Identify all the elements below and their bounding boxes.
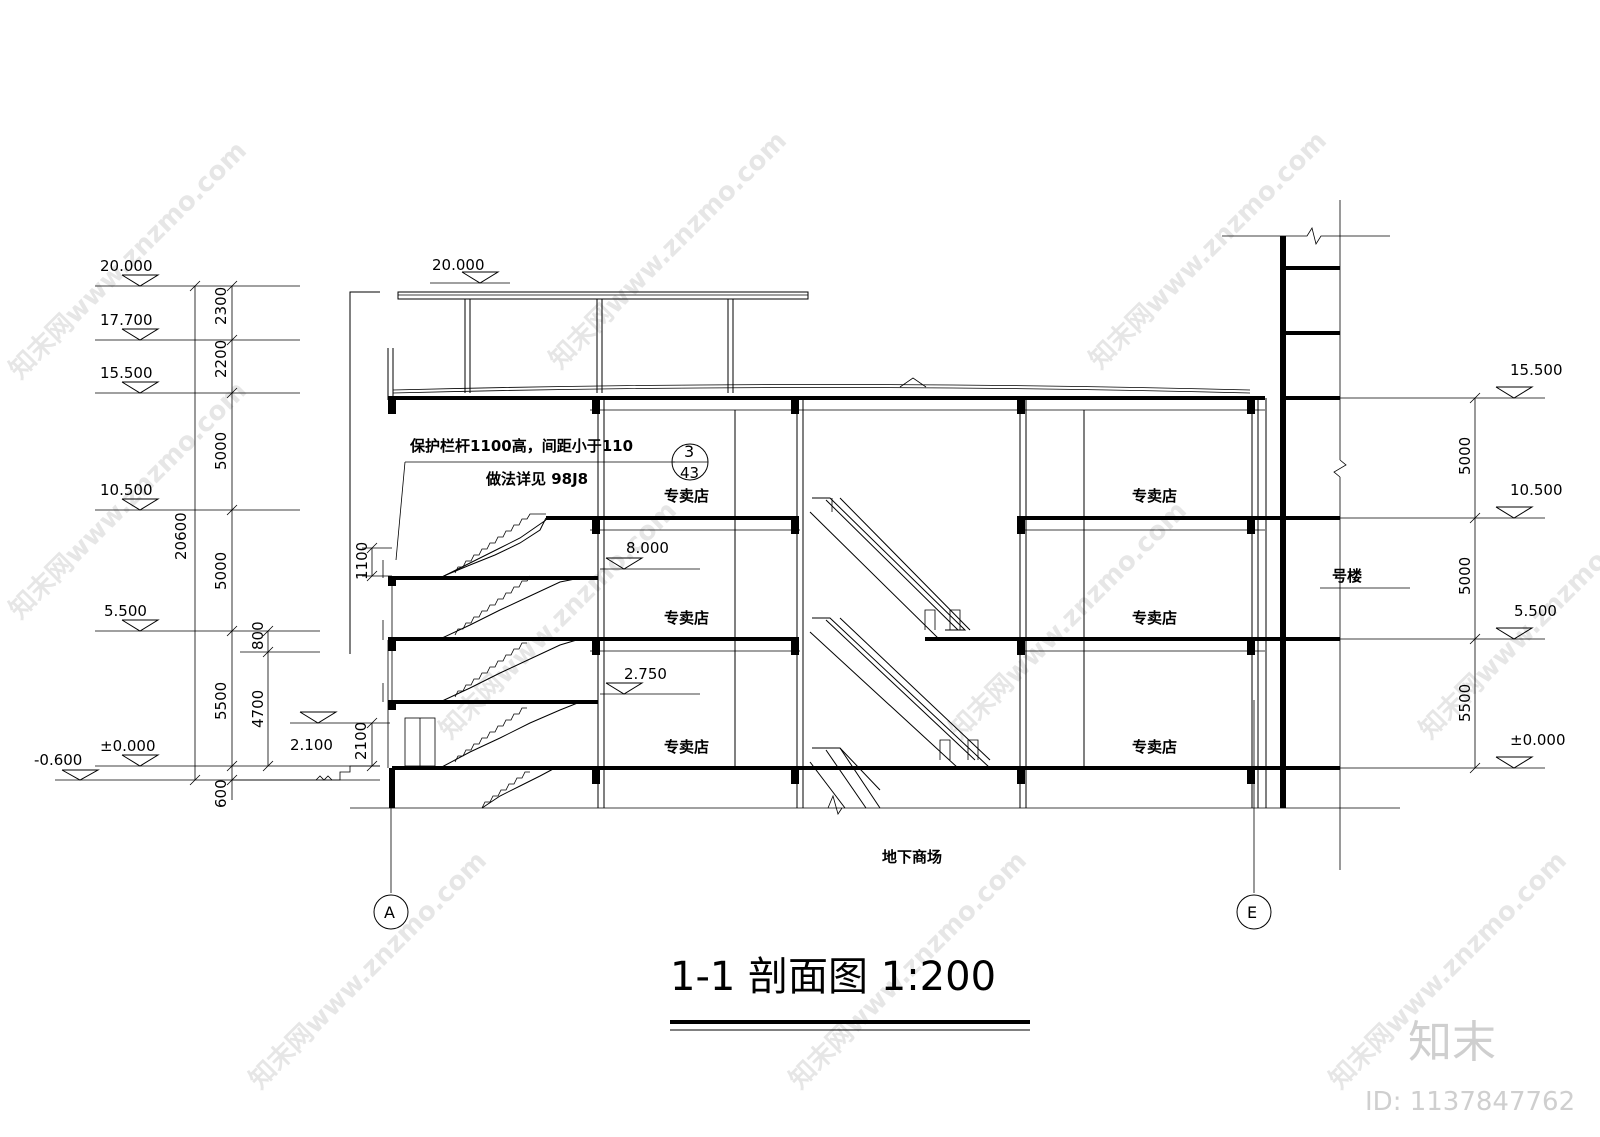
- dimension-label: 5000: [1456, 557, 1474, 595]
- ramp-elevation-label: 8.000: [626, 539, 669, 557]
- dimension-label: 5000: [212, 432, 230, 470]
- elevation-label: ±0.000: [100, 737, 156, 755]
- elevation-label: ±0.000: [1510, 731, 1566, 749]
- dimension-label: 4700: [249, 690, 267, 728]
- grid-axis-label: E: [1247, 903, 1257, 922]
- watermark: 知末网www.znzmo.com: [1084, 126, 1333, 375]
- watermark: 知末网www.znzmo.com: [434, 496, 683, 745]
- dimension-label: 5500: [1456, 684, 1474, 722]
- branding: 知末 ID: 1137847762: [1365, 1017, 1575, 1117]
- building-structure: 20.000: [232, 200, 1410, 893]
- overall-height-label: 20600: [172, 512, 190, 560]
- adjacent-building-label: 号楼: [1332, 567, 1362, 585]
- elevation-label: 17.700: [100, 311, 153, 329]
- dimension-label: 2300: [212, 287, 230, 325]
- dimension-label: 2100: [352, 722, 370, 760]
- ramp-elevation-label: 2.750: [624, 665, 667, 683]
- watermark: 知末网www.znzmo.com: [1414, 496, 1600, 745]
- elevation-label: 20.000: [100, 257, 153, 275]
- detail-note: 做法详见 98J8: [485, 470, 588, 488]
- elevation-label: 15.500: [100, 364, 153, 382]
- elevation-label: 5.500: [1514, 602, 1557, 620]
- drawing-title: 1-1 剖面图 1:200: [670, 954, 1030, 1031]
- elevation-label: 2.100: [290, 736, 333, 754]
- detail-reference-circle: 3 43: [671, 442, 709, 482]
- canopy-elevation-label: 20.000: [432, 256, 485, 274]
- room-label: 专卖店: [664, 738, 709, 756]
- detail-ref-number: 3: [684, 442, 694, 461]
- annotations: 保护栏杆1100高，间距小于110 做法详见 98J8 3 43 8.000 2…: [373, 437, 1272, 930]
- room-label: 专卖店: [1132, 609, 1177, 627]
- elevation-label: 10.500: [1510, 481, 1563, 499]
- room-label: 专卖店: [664, 609, 709, 627]
- basement-label: 地下商场: [882, 848, 942, 866]
- grid-axis-label: A: [384, 903, 395, 922]
- left-elevation-marks: 20.000 17.700 15.500 10.500 5.500 ±0.000…: [34, 257, 392, 808]
- dimension-label: 5000: [212, 552, 230, 590]
- detail-ref-sheet: 43: [680, 464, 699, 482]
- site-logo: 知末: [1408, 1017, 1496, 1068]
- room-label: 专卖店: [1132, 738, 1177, 756]
- dimension-label: 5000: [1456, 437, 1474, 475]
- watermarks: 知末网www.znzmo.com 知末网www.znzmo.com 知末网www…: [4, 126, 1600, 1095]
- dimension-label: 600: [212, 779, 230, 808]
- dimension-label: 2200: [212, 340, 230, 378]
- dimension-label: 1100: [353, 542, 371, 580]
- image-id-label: ID: 1137847762: [1365, 1087, 1575, 1117]
- right-elevation-marks: 15.500 10.500 5.500 ±0.000 5000 5000 550…: [1290, 361, 1566, 774]
- section-title: 1-1 剖面图 1:200: [670, 954, 996, 1000]
- room-label: 专卖店: [664, 487, 709, 505]
- dimension-label: 800: [249, 621, 267, 650]
- room-label: 专卖店: [1132, 487, 1177, 505]
- elevation-label: 10.500: [100, 481, 153, 499]
- watermark: 知末网www.znzmo.com: [544, 126, 793, 375]
- railing-note: 保护栏杆1100高，间距小于110: [409, 437, 633, 455]
- elevation-label: 5.500: [104, 602, 147, 620]
- elevation-label: -0.600: [34, 751, 82, 769]
- dimension-label: 5500: [212, 682, 230, 720]
- elevation-label: 15.500: [1510, 361, 1563, 379]
- watermark: 知末网www.znzmo.com: [244, 846, 493, 1095]
